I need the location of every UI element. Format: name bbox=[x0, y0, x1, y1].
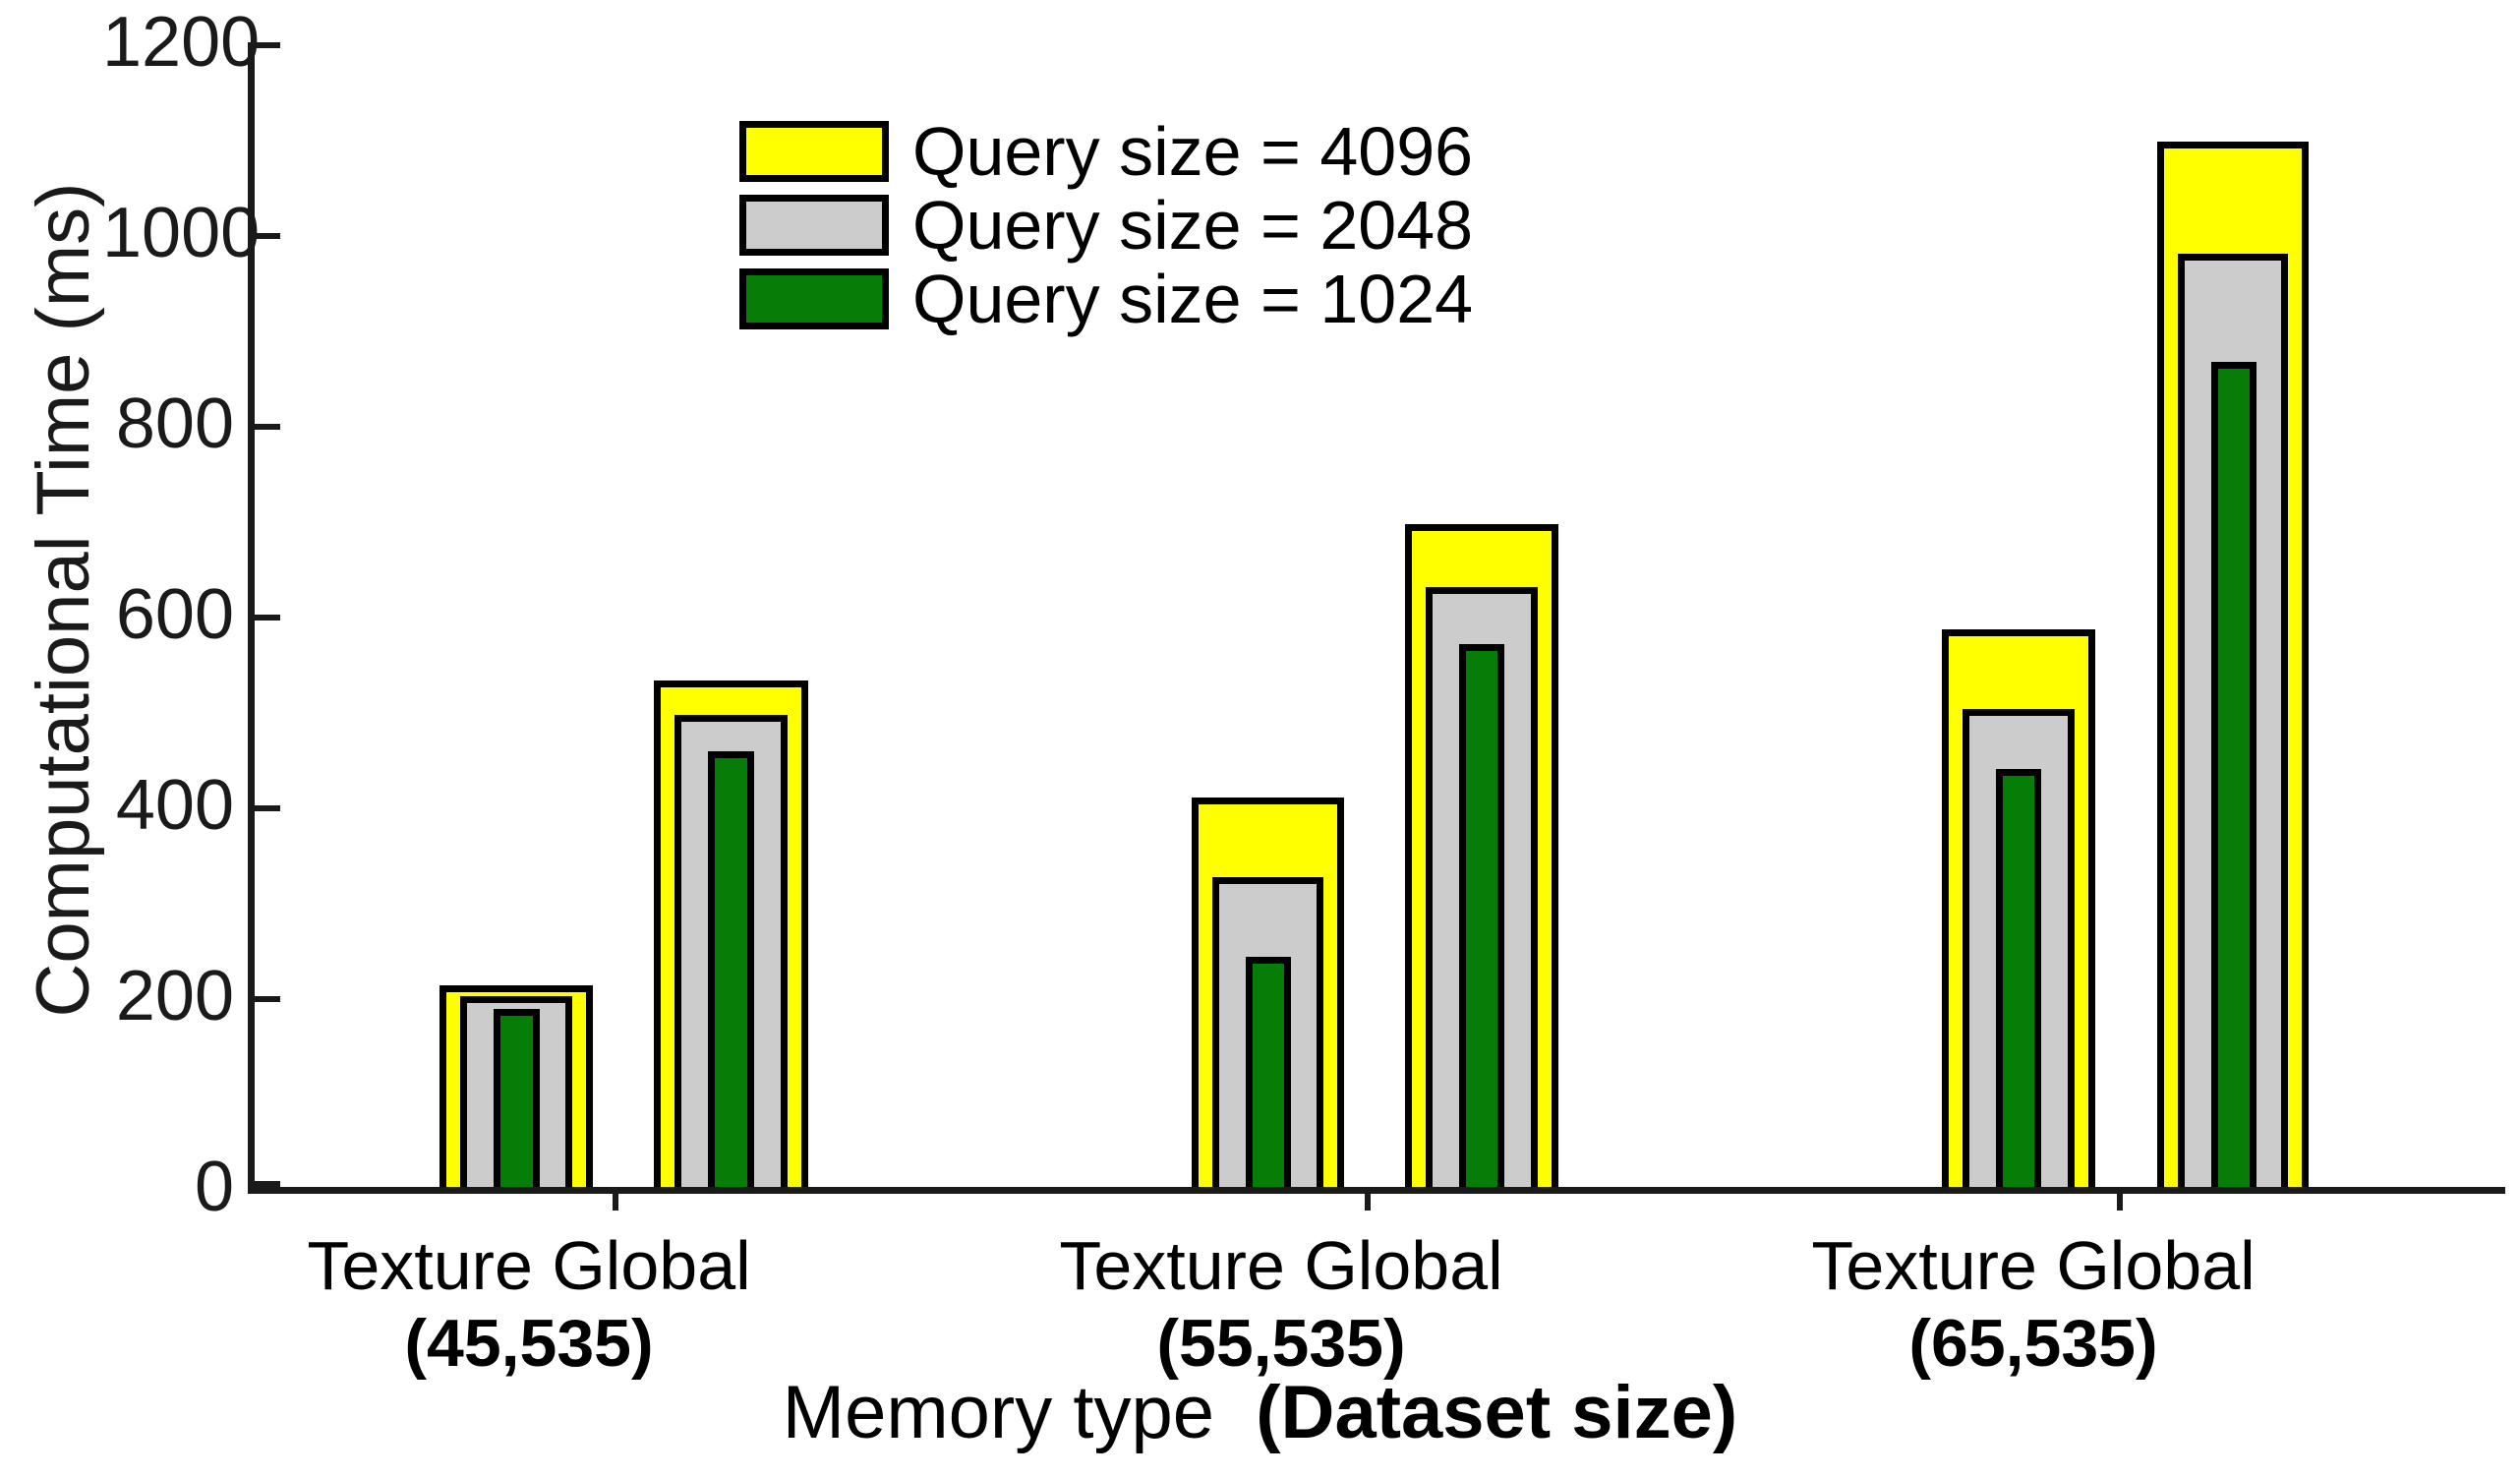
y-tick-label-1200: 1200 bbox=[102, 3, 261, 82]
legend-swatch-2048 bbox=[739, 195, 889, 256]
x-tick-mark-1 bbox=[613, 1187, 618, 1211]
y-tick-label-0: 0 bbox=[194, 1148, 234, 1226]
x-group-2-memory-labels: Texture Global bbox=[1059, 1227, 1503, 1304]
x-axis-line bbox=[248, 1187, 2505, 1194]
x-group-3-memory-labels: Texture Global bbox=[1811, 1227, 2256, 1304]
bar-g1-texture-1024 bbox=[494, 1009, 540, 1187]
x-group-1-dataset-label: (45,535) bbox=[404, 1306, 654, 1381]
x-group-3-dataset-label: (65,535) bbox=[1908, 1306, 2158, 1381]
y-tick-label-800: 800 bbox=[115, 384, 234, 463]
legend: Query size = 4096 Query size = 2048 Quer… bbox=[739, 116, 1473, 337]
bar-g2-texture-1024 bbox=[1246, 957, 1291, 1187]
y-tick-mark-800 bbox=[255, 424, 280, 430]
plot-area: Query size = 4096 Query size = 2048 Quer… bbox=[248, 42, 2505, 1211]
x-tick-mark-2 bbox=[1365, 1187, 1371, 1211]
legend-item-2048[interactable]: Query size = 2048 bbox=[739, 190, 1473, 261]
legend-label-1024: Query size = 1024 bbox=[912, 261, 1474, 337]
legend-swatch-4096 bbox=[739, 121, 889, 182]
x-axis-title-plain: Memory type bbox=[782, 1371, 1215, 1454]
legend-item-4096[interactable]: Query size = 4096 bbox=[739, 116, 1473, 187]
bar-g2-global-1024 bbox=[1459, 644, 1504, 1187]
y-tick-label-600: 600 bbox=[115, 575, 234, 654]
y-axis-line bbox=[248, 42, 255, 1187]
bar-g1-global-1024 bbox=[708, 751, 754, 1187]
legend-label-2048: Query size = 2048 bbox=[912, 187, 1474, 264]
legend-swatch-1024 bbox=[739, 268, 889, 329]
y-tick-mark-0 bbox=[255, 1181, 280, 1187]
y-tick-label-200: 200 bbox=[115, 957, 234, 1035]
y-tick-label-400: 400 bbox=[115, 766, 234, 845]
y-tick-label-1000: 1000 bbox=[102, 194, 261, 272]
x-group-2-dataset-label: (55,535) bbox=[1156, 1306, 1406, 1381]
x-group-1-memory-labels: Texture Global bbox=[307, 1227, 751, 1304]
y-axis-label: Computational Time (ms) bbox=[22, 182, 105, 1018]
x-axis-title: Memory type (Dataset size) bbox=[0, 1372, 2520, 1454]
y-tick-mark-200 bbox=[255, 996, 280, 1002]
y-tick-mark-600 bbox=[255, 615, 280, 621]
y-tick-mark-1200 bbox=[255, 42, 280, 48]
legend-item-1024[interactable]: Query size = 1024 bbox=[739, 264, 1473, 334]
x-tick-mark-3 bbox=[2117, 1187, 2123, 1211]
x-axis-title-bold: (Dataset size) bbox=[1256, 1371, 1738, 1454]
y-tick-mark-400 bbox=[255, 805, 280, 811]
y-axis-label-wrap: Computational Time (ms) bbox=[0, 0, 105, 1190]
y-tick-mark-1000 bbox=[255, 233, 280, 239]
legend-label-4096: Query size = 4096 bbox=[912, 113, 1474, 190]
bar-g3-global-1024 bbox=[2211, 362, 2256, 1187]
bar-g3-texture-1024 bbox=[1996, 769, 2041, 1187]
